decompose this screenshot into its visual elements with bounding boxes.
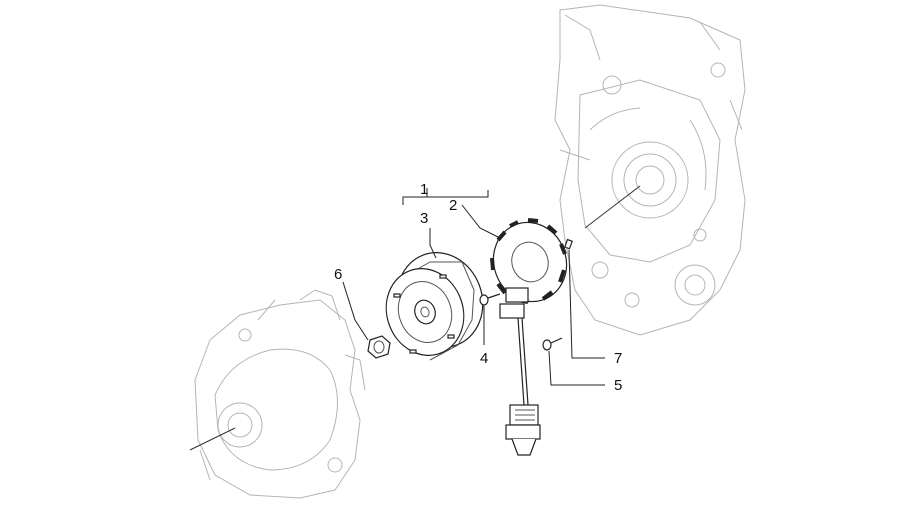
callout-7: 7: [614, 350, 622, 367]
callout-3: 3: [420, 210, 428, 227]
callout-4: 4: [480, 350, 488, 367]
flywheel-cover-housing-left: [189, 289, 366, 499]
dowel-pin: [563, 238, 573, 250]
callout-1: 1: [420, 181, 428, 198]
stator-screw: [479, 293, 501, 306]
flywheel-nut: [367, 335, 391, 359]
leader-lines: [342, 188, 605, 386]
callout-6: 6: [334, 266, 342, 283]
flywheel-rotor: [385, 252, 484, 361]
callout-2: 2: [449, 197, 457, 214]
stator-coil: [490, 218, 568, 319]
callout-5: 5: [614, 377, 622, 394]
cable-clamp-screw: [542, 337, 563, 351]
crankcase-housing-right: [554, 4, 746, 336]
stator-cable-connector: [505, 317, 541, 456]
